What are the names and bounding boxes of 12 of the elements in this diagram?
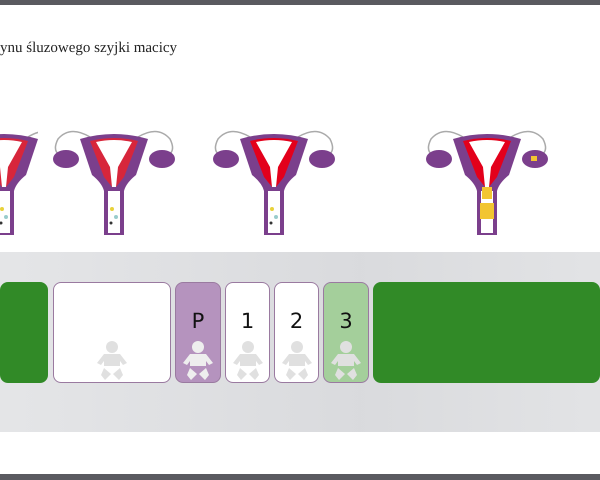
- day-tile: [175, 282, 221, 383]
- day-tile: [225, 282, 270, 383]
- day-tile: [323, 282, 369, 383]
- day-label: 3: [338, 309, 354, 333]
- title: ynu śluzowego szyjki macicy: [0, 40, 178, 57]
- day-label: 1: [240, 309, 256, 333]
- day-label: P: [190, 309, 206, 333]
- day-tile: [274, 282, 319, 383]
- day-label: 2: [288, 309, 304, 333]
- phase-bar: [0, 282, 48, 383]
- phase-bar: [373, 282, 600, 383]
- day-tile: [53, 282, 171, 383]
